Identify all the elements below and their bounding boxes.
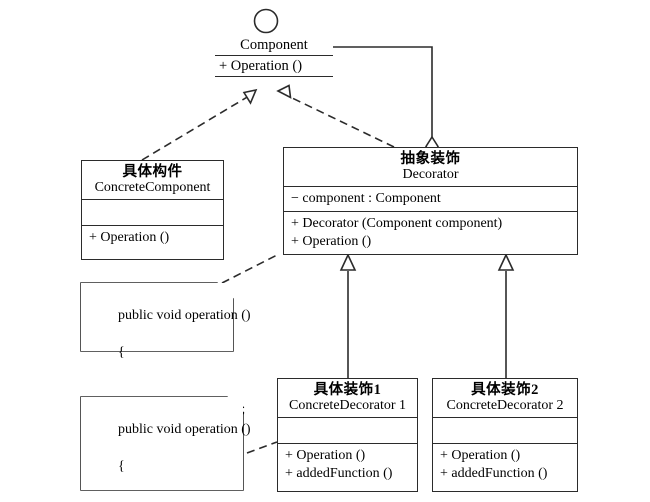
class-concrete-decorator-1[interactable]: 具体装饰1 ConcreteDecorator 1 + Operation ()… [277,378,418,492]
concrete-decorator-2-name-en: ConcreteDecorator 2 [446,398,564,414]
note-link-decorator-operation [221,254,278,284]
aggregation-decorator-to-component [333,46,439,158]
concrete-decorator-2-name-cjk: 具体装饰2 [471,382,539,398]
concrete-decorator-2-attributes-compartment [433,418,577,444]
class-concrete-decorator-2[interactable]: 具体装饰2 ConcreteDecorator 2 + Operation ()… [432,378,578,492]
note-decorator-operation-line-1: public void operation () [118,307,251,323]
realization-decorator-to-component [276,84,395,148]
decorator-attribute-0: − component : Component [291,190,441,206]
class-concrete-component[interactable]: 具体构件 ConcreteComponent + Operation () [81,160,224,260]
concrete-decorator-1-name-cjk: 具体装饰1 [313,382,382,398]
note-decorator-operation[interactable]: public void operation () { component.ope… [81,283,251,454]
concrete-decorator-1-operation-1: + addedFunction () [285,465,393,481]
class-component-interface[interactable]: Component + Operation () [215,37,333,77]
class-decorator[interactable]: 抽象装饰 Decorator − component : Component +… [283,147,578,255]
note-concrete-decorator-operation[interactable]: public void operation () { super.operati… [81,397,251,490]
concrete-decorator-2-name-compartment: 具体装饰2 ConcreteDecorator 2 [433,379,577,418]
concrete-decorator-2-operations-compartment: + Operation () + addedFunction () [433,444,577,486]
note-concrete-decorator-operation-text: public void operation () { super.operati… [90,402,251,502]
note-concrete-decorator-operation-line-2: { [118,459,125,475]
realization-concretecomponent-to-component [141,88,258,161]
concrete-decorator-1-name-en: ConcreteDecorator 1 [289,398,406,414]
concrete-component-operations-compartment: + Operation () [82,226,223,250]
concrete-component-attributes-compartment [82,200,223,226]
generalization-concretedecorator1-to-decorator [339,253,357,378]
decorator-name-compartment: 抽象装饰 Decorator [284,148,577,187]
concrete-decorator-1-attributes-compartment [278,418,417,444]
concrete-component-name-cjk: 具体构件 [122,164,183,180]
component-interface-operation: + Operation () [215,56,333,77]
concrete-decorator-1-operations-compartment: + Operation () + addedFunction () [278,444,417,486]
decorator-name-cjk: 抽象装饰 [400,151,461,167]
decorator-operations-compartment: + Decorator (Component component) + Oper… [284,212,577,254]
concrete-decorator-1-operation-0: + Operation () [285,447,366,463]
concrete-component-name-compartment: 具体构件 ConcreteComponent [82,161,223,200]
concrete-component-name-en: ConcreteComponent [94,180,211,196]
interface-circle-icon [253,8,279,34]
decorator-operation-0: + Decorator (Component component) [291,215,503,231]
decorator-attributes-compartment: − component : Component [284,187,577,212]
note-link-concretedecorator-operation [246,441,278,454]
generalization-concretedecorator2-to-decorator [497,253,515,378]
note-decorator-operation-line-2: { [118,345,125,361]
concrete-component-operation-0: + Operation () [89,229,170,245]
decorator-name-en: Decorator [402,167,459,183]
concrete-decorator-1-name-compartment: 具体装饰1 ConcreteDecorator 1 [278,379,417,418]
component-interface-name: Component [215,37,333,56]
note-concrete-decorator-operation-line-1: public void operation () [118,421,251,437]
concrete-decorator-2-operation-1: + addedFunction () [440,465,548,481]
decorator-operation-1: + Operation () [291,233,372,249]
concrete-decorator-2-operation-0: + Operation () [440,447,521,463]
